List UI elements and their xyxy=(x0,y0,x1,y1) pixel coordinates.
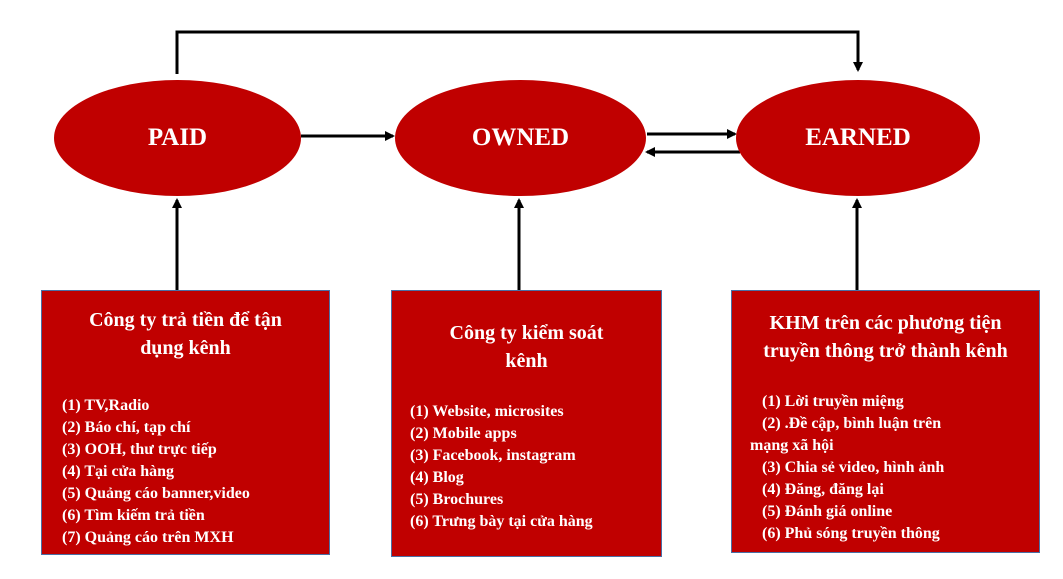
list-item: (3) Chia sẻ video, hình ảnh xyxy=(762,459,945,476)
title-line: truyền thông trở thành kênh xyxy=(763,340,1008,362)
node-owned-label: OWNED xyxy=(471,124,570,151)
box-owned-list: (1) Website, microsites (2) Mobile apps … xyxy=(410,401,661,533)
list-item: (6) Tìm kiếm trả tiền xyxy=(62,507,205,524)
list-item: (6) Trưng bày tại cửa hàng xyxy=(410,513,593,530)
list-item: (1) Lời truyền miệng xyxy=(762,393,904,410)
node-paid-label: PAID xyxy=(147,124,208,151)
list-item: (4) Blog xyxy=(410,469,464,486)
node-earned-label: EARNED xyxy=(805,124,911,151)
box-earned-list: (1) Lời truyền miệng (2) .Đề cập, bình l… xyxy=(750,391,1039,545)
list-item: (6) Phủ sóng truyền thông xyxy=(762,525,940,542)
list-item: (1) Website, microsites xyxy=(410,403,564,420)
box-earned: KHM trên các phương tiện truyền thông tr… xyxy=(731,290,1040,553)
title-line: Công ty kiểm soát xyxy=(449,322,604,344)
list-item: (1) TV,Radio xyxy=(62,397,150,414)
box-paid-title: Công ty trả tiền để tận dụng kênh xyxy=(42,306,329,362)
arrow-paid-to-earned-loop xyxy=(175,30,863,74)
title-line: KHM trên các phương tiện xyxy=(769,312,1002,334)
box-earned-title: KHM trên các phương tiện truyền thông tr… xyxy=(732,309,1039,365)
list-item: mạng xã hội xyxy=(750,437,834,454)
list-item: (2) Báo chí, tạp chí xyxy=(62,419,191,436)
list-item: (4) Tại cửa hàng xyxy=(62,463,174,480)
list-item: (3) Facebook, instagram xyxy=(410,447,576,464)
node-earned: EARNED xyxy=(736,80,980,196)
title-line: Công ty trả tiền để tận xyxy=(89,309,282,331)
node-paid: PAID xyxy=(54,80,301,196)
title-line: kênh xyxy=(505,350,548,372)
list-item: (5) Quảng cáo banner,video xyxy=(62,485,250,502)
box-owned: Công ty kiểm soát kênh (1) Website, micr… xyxy=(391,290,662,557)
list-item: (7) Quảng cáo trên MXH xyxy=(62,529,234,546)
box-paid-list: (1) TV,Radio (2) Báo chí, tạp chí (3) OO… xyxy=(62,395,329,549)
list-item: (2) Mobile apps xyxy=(410,425,517,442)
list-item: (5) Brochures xyxy=(410,491,504,508)
list-item: (2) .Đề cập, bình luận trên xyxy=(762,415,942,432)
box-owned-title: Công ty kiểm soát kênh xyxy=(392,319,661,375)
title-line: dụng kênh xyxy=(140,337,231,359)
node-owned: OWNED xyxy=(395,80,646,196)
box-paid: Công ty trả tiền để tận dụng kênh (1) TV… xyxy=(41,290,330,555)
list-item: (3) OOH, thư trực tiếp xyxy=(62,441,217,458)
list-item: (5) Đánh giá online xyxy=(762,503,893,520)
list-item: (4) Đăng, đăng lại xyxy=(762,481,884,498)
